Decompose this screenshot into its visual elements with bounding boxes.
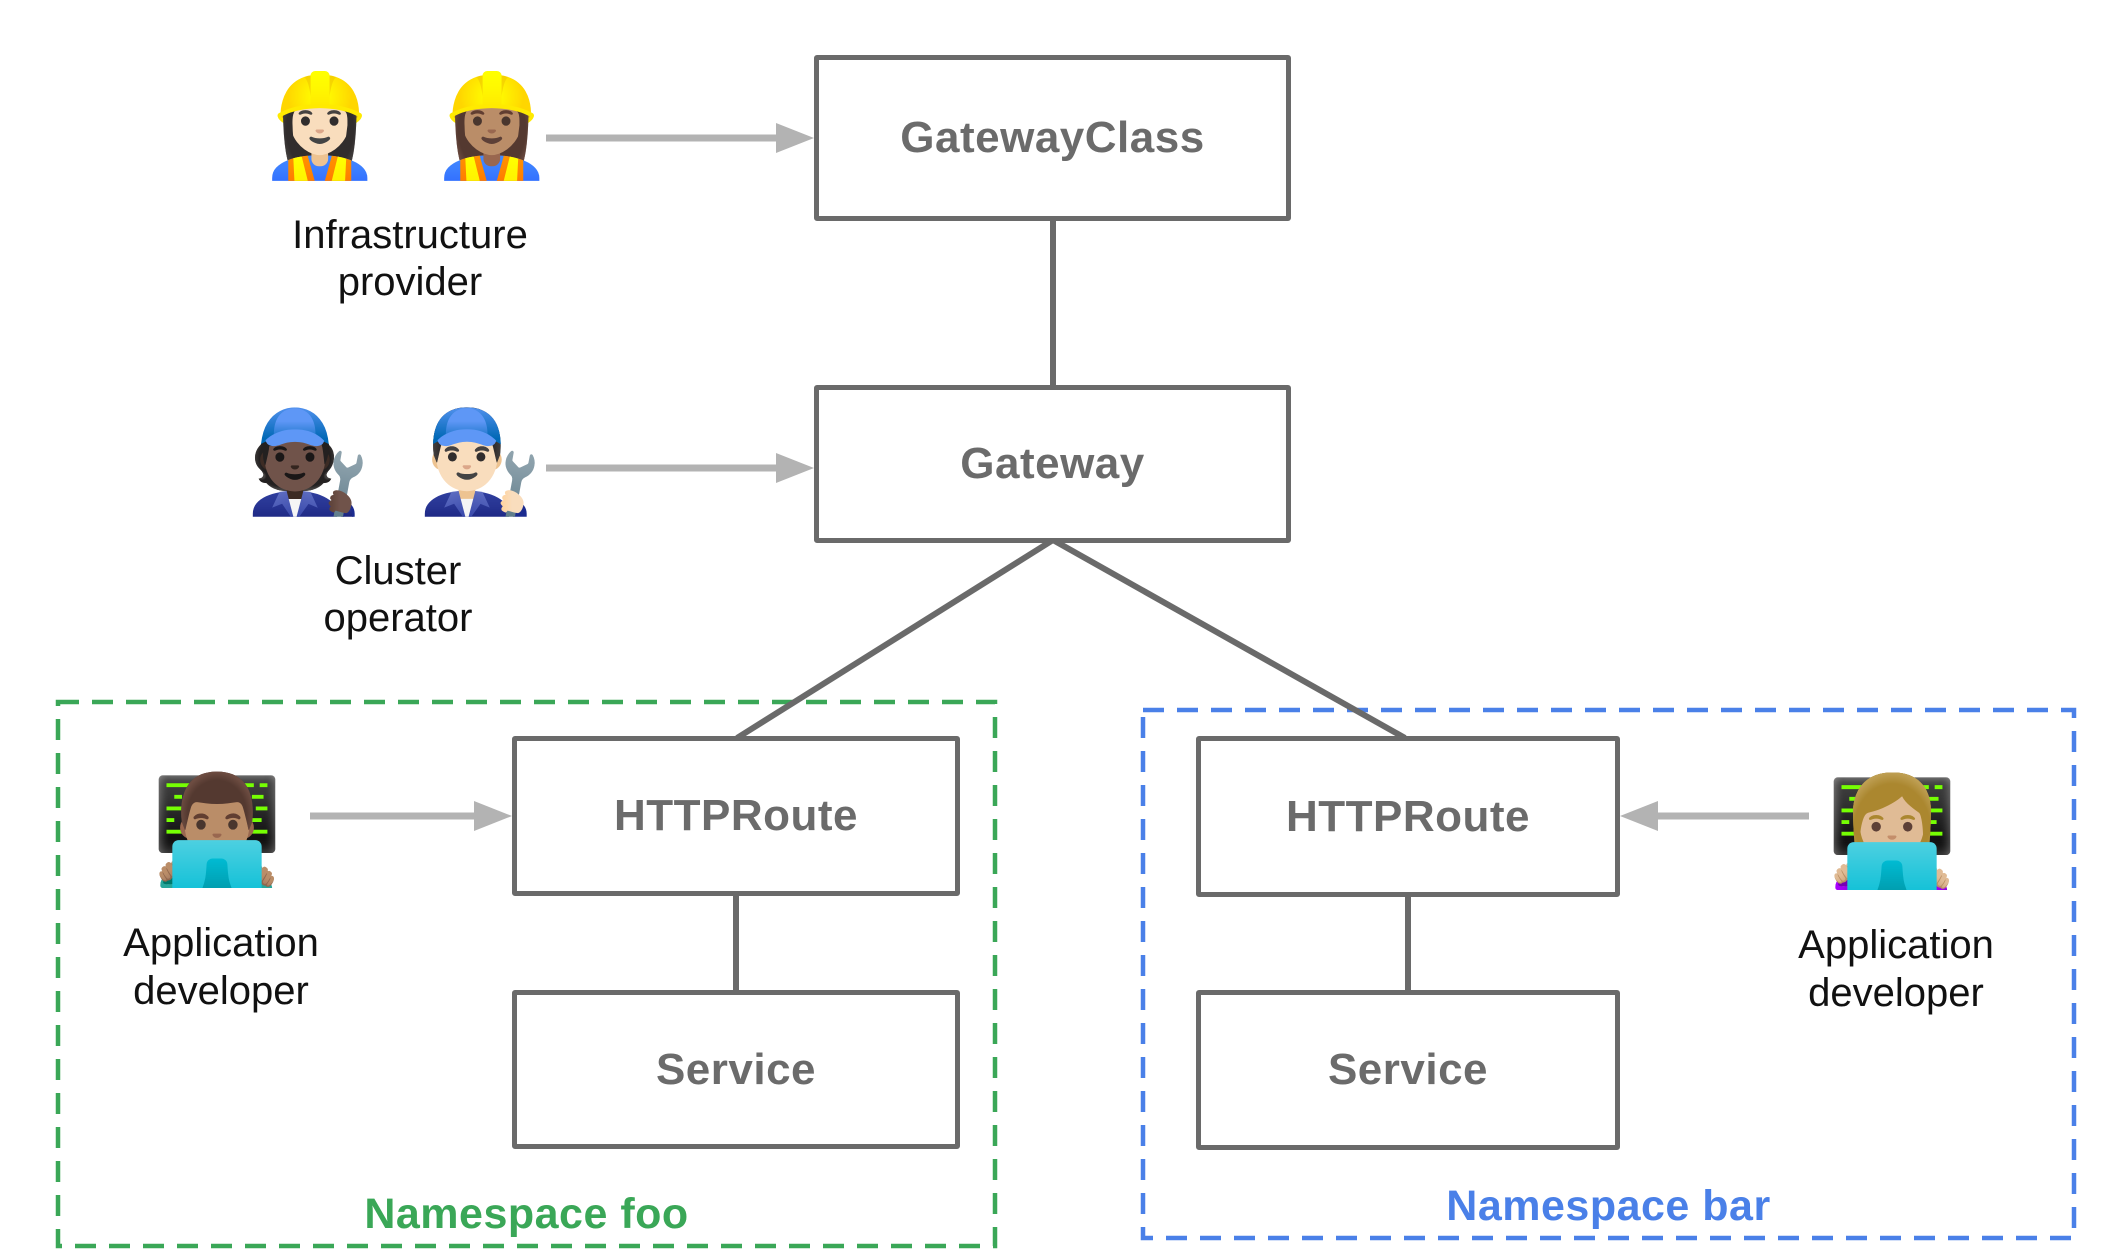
mechanics-icon: 🧑🏿‍🔧 👨🏻‍🔧 bbox=[245, 403, 551, 520]
arrow-cluster-operator-head bbox=[776, 453, 814, 483]
man-technologist-icon: 👨🏽‍💻 bbox=[151, 768, 291, 891]
persona-app-developer-bar: 👩🏼‍💻 Application developer bbox=[1728, 758, 2064, 1017]
app-developer-foo-label: Application developer bbox=[123, 921, 319, 1013]
arrow-infrastructure-provider-head bbox=[776, 123, 814, 153]
httproute-foo-label: HTTPRoute bbox=[613, 791, 859, 840]
persona-app-developer-foo: 👨🏽‍💻 Application developer bbox=[53, 756, 389, 1015]
service-bar-node: Service bbox=[1196, 990, 1620, 1150]
httproute-bar-label: HTTPRoute bbox=[1285, 791, 1531, 841]
persona-cluster-operator: 🧑🏿‍🔧 👨🏻‍🔧 Cluster operator bbox=[233, 392, 563, 642]
gatewayclass-node: GatewayClass bbox=[814, 55, 1291, 221]
arrow-app-developer-foo-head bbox=[474, 801, 512, 831]
namespace-bar-label: Namespace bar bbox=[1446, 1182, 1771, 1230]
connector-gateway-httproute-foo bbox=[735, 537, 1055, 741]
gateway-node: Gateway bbox=[814, 385, 1291, 543]
app-developer-bar-label: Application developer bbox=[1798, 923, 1994, 1015]
woman-technologist-icon: 👩🏼‍💻 bbox=[1826, 770, 1966, 893]
connector-gateway-httproute-bar bbox=[1051, 537, 1407, 741]
cluster-operator-label: Cluster operator bbox=[323, 549, 473, 641]
arrow-app-developer-bar-head bbox=[1620, 801, 1658, 831]
namespace-foo-label: Namespace foo bbox=[364, 1190, 689, 1238]
service-foo-node: Service bbox=[512, 990, 960, 1149]
httproute-foo-node: HTTPRoute bbox=[512, 736, 960, 896]
gateway-label: Gateway bbox=[960, 439, 1145, 488]
persona-infrastructure-provider: 👷🏻‍♀️ 👷🏽‍♀️ Infrastructure provider bbox=[245, 56, 575, 306]
namespace-foo-boundary bbox=[55, 699, 998, 1249]
httproute-bar-node: HTTPRoute bbox=[1196, 736, 1620, 897]
namespace-bar-boundary bbox=[1140, 707, 2077, 1241]
gatewayclass-label: GatewayClass bbox=[900, 113, 1205, 162]
service-bar-label: Service bbox=[1327, 1045, 1489, 1094]
construction-workers-icon: 👷🏻‍♀️ 👷🏽‍♀️ bbox=[257, 67, 563, 184]
infrastructure-provider-label: Infrastructure provider bbox=[292, 213, 528, 305]
service-foo-label: Service bbox=[655, 1044, 817, 1094]
